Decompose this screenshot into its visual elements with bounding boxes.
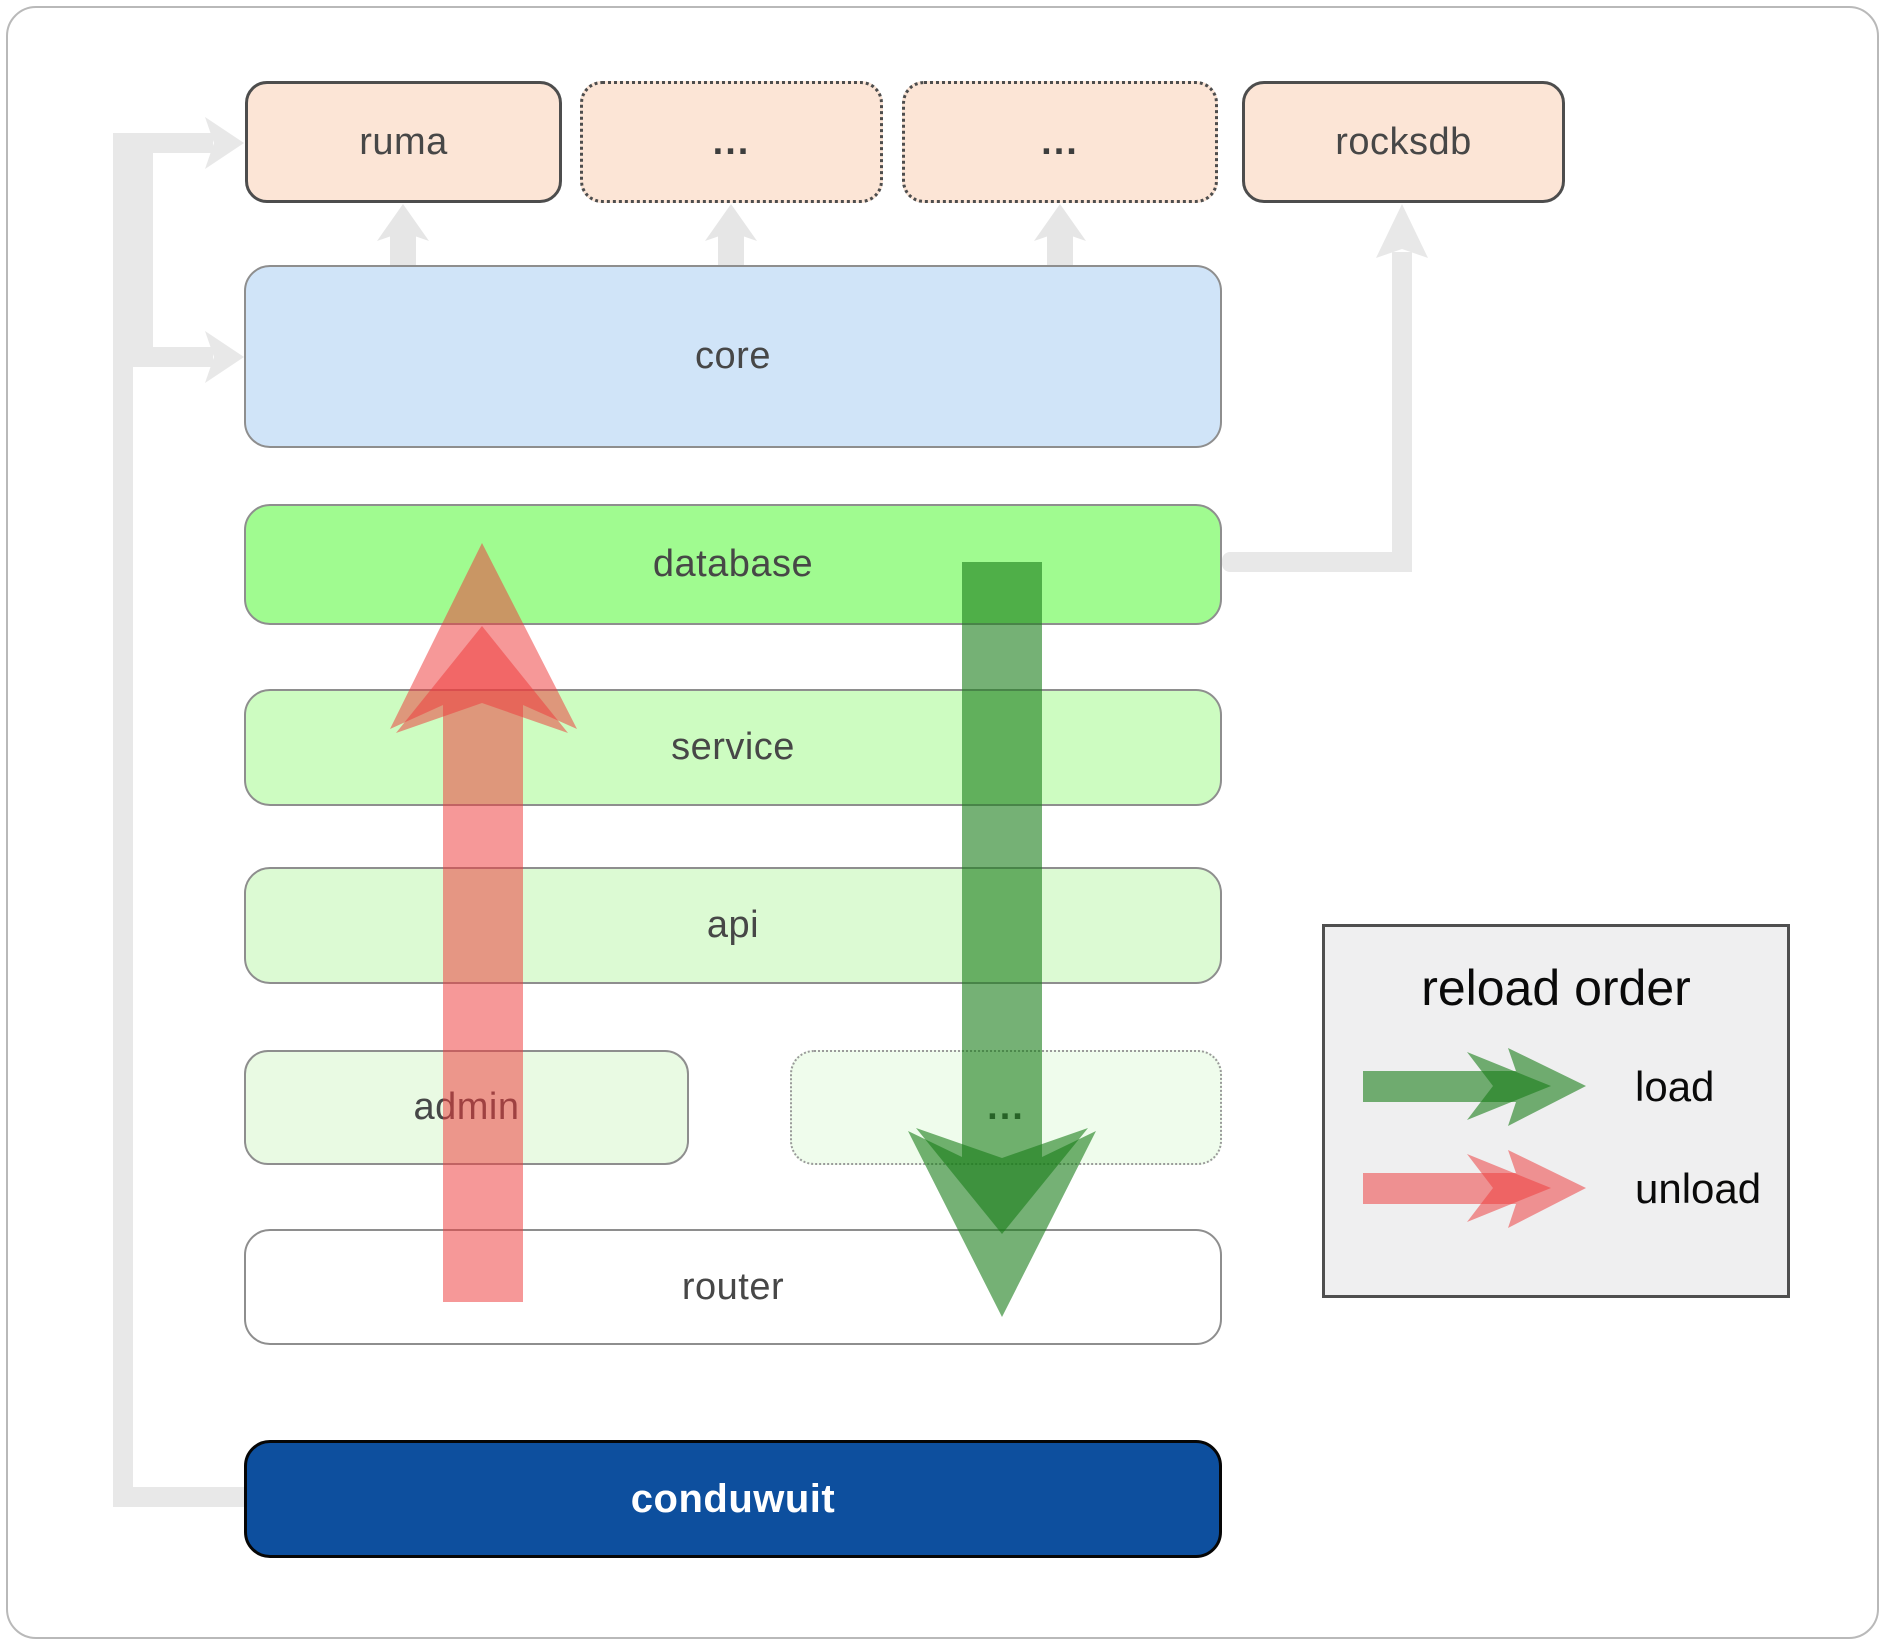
box-conduwuit-label: conduwuit	[630, 1476, 836, 1521]
box-router-label: router	[681, 1265, 785, 1308]
box-database: database	[244, 504, 1222, 625]
box-ruma: ruma	[245, 81, 562, 203]
box-admin-dots: ...	[790, 1050, 1222, 1165]
legend-unload-label: unload	[1635, 1165, 1762, 1212]
box-admin-dots-label: ...	[987, 1086, 1025, 1128]
box-ruma-label: ruma	[359, 120, 448, 163]
box-crate-dots-1-label: ...	[712, 120, 751, 163]
box-api-label: api	[706, 904, 760, 946]
legend-reload-order: reload order load unload	[1322, 924, 1790, 1298]
box-rocksdb: rocksdb	[1242, 81, 1565, 203]
box-crate-dots-1: ...	[580, 81, 883, 203]
legend-title: reload order	[1421, 960, 1691, 1016]
box-router: router	[244, 1229, 1222, 1345]
box-admin: admin	[244, 1050, 689, 1165]
box-core: core	[244, 265, 1222, 448]
box-crate-dots-2-label: ...	[1041, 120, 1079, 163]
box-service: service	[244, 689, 1222, 806]
box-crate-dots-2: ...	[902, 81, 1218, 203]
box-admin-label: admin	[413, 1086, 520, 1128]
box-service-label: service	[671, 726, 795, 768]
box-database-label: database	[652, 543, 814, 585]
diagram-outer-border	[6, 6, 1879, 1639]
box-rocksdb-label: rocksdb	[1335, 120, 1472, 163]
legend-load-label: load	[1635, 1063, 1715, 1110]
box-core-label: core	[695, 335, 771, 377]
box-api: api	[244, 867, 1222, 984]
box-conduwuit: conduwuit	[244, 1440, 1222, 1558]
